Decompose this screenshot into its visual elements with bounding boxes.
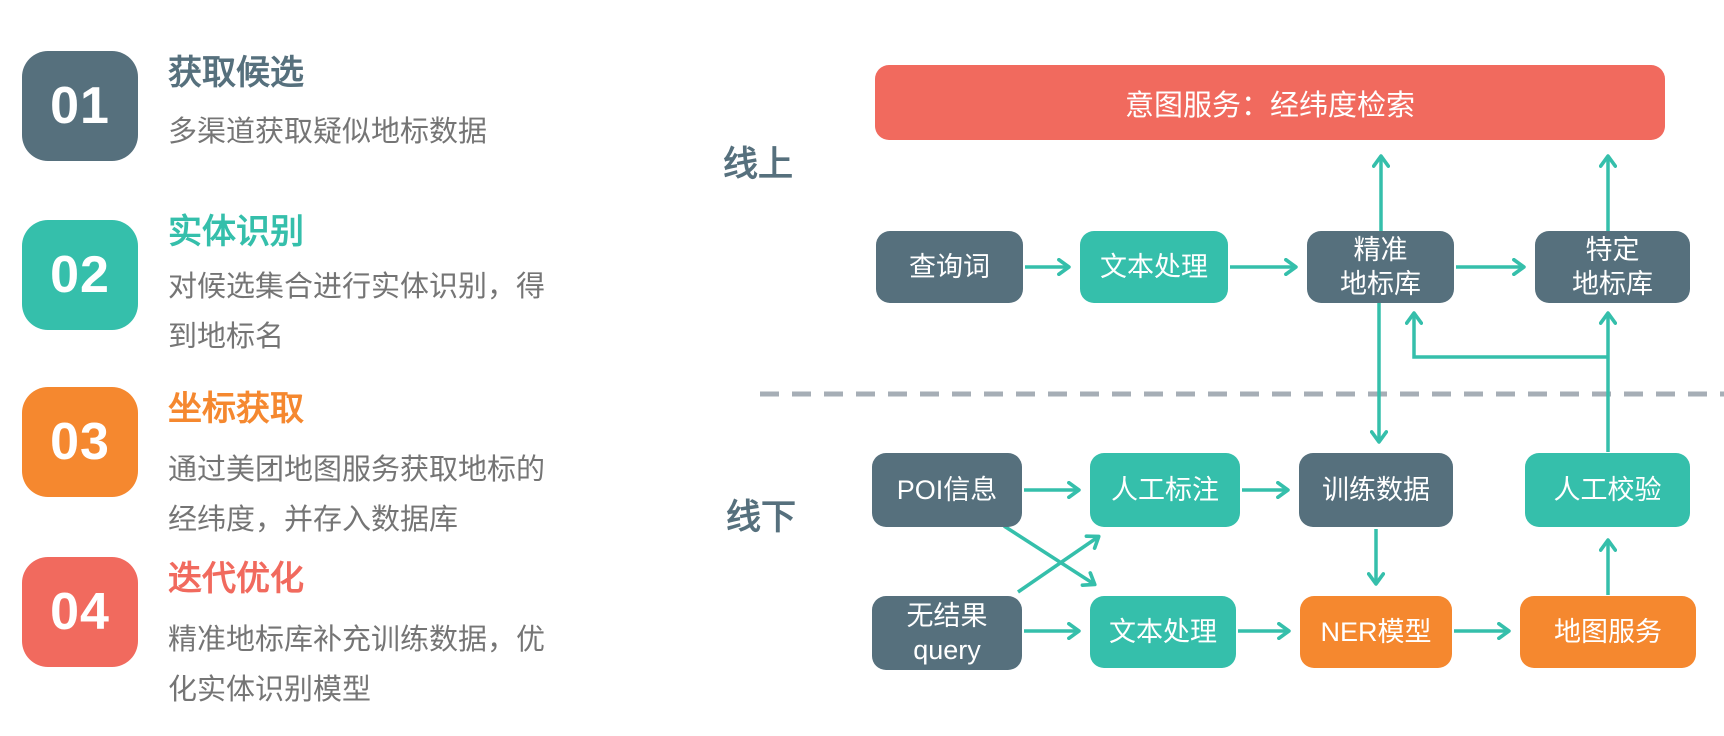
node-text-processing-online: 文本处理 — [1080, 231, 1228, 303]
step-4-number-badge: 04 — [22, 557, 138, 667]
node-no-result-query: 无结果 query — [872, 596, 1022, 670]
node-specific-landmark-db: 特定 地标库 — [1535, 231, 1690, 303]
edge-verify-to-precisedb — [1404, 311, 1608, 359]
step-2-title: 实体识别 — [168, 213, 304, 251]
node-ner-model: NER模型 — [1300, 596, 1452, 668]
step-4-description: 精准地标库补充训练数据，优化实体识别模型 — [168, 624, 546, 706]
node-poi-info: POI信息 — [872, 453, 1022, 527]
node-training-data: 训练数据 — [1299, 453, 1453, 527]
step-4-title: 迭代优化 — [168, 560, 304, 598]
step-3-number-badge: 03 — [22, 387, 138, 497]
edge-noresult-to-manuallabel — [1017, 534, 1101, 594]
edge-poi-to-textproc-offline — [1003, 524, 1097, 588]
offline-section-label: 线下 — [726, 498, 797, 537]
online-section-label: 线上 — [723, 145, 794, 184]
node-manual-annotation: 人工标注 — [1090, 453, 1240, 527]
step-2-description: 对候选集合进行实体识别，得到地标名 — [168, 271, 546, 353]
node-text-processing-offline: 文本处理 — [1090, 596, 1236, 668]
step-1-title: 获取候选 — [168, 54, 304, 92]
node-manual-verification: 人工校验 — [1525, 453, 1690, 527]
step-1-number-badge: 01 — [22, 51, 138, 161]
node-map-service: 地图服务 — [1520, 596, 1696, 668]
step-3-title: 坐标获取 — [168, 390, 304, 428]
step-2-number-badge: 02 — [22, 220, 138, 330]
intent-service-banner: 意图服务：经纬度检索 — [875, 65, 1665, 140]
step-1-description: 多渠道获取疑似地标数据 — [168, 116, 488, 148]
step-3-description: 通过美团地图服务获取地标的经纬度，并存入数据库 — [168, 454, 546, 536]
node-precise-landmark-db: 精准 地标库 — [1307, 231, 1454, 303]
node-query-word: 查询词 — [876, 231, 1023, 303]
